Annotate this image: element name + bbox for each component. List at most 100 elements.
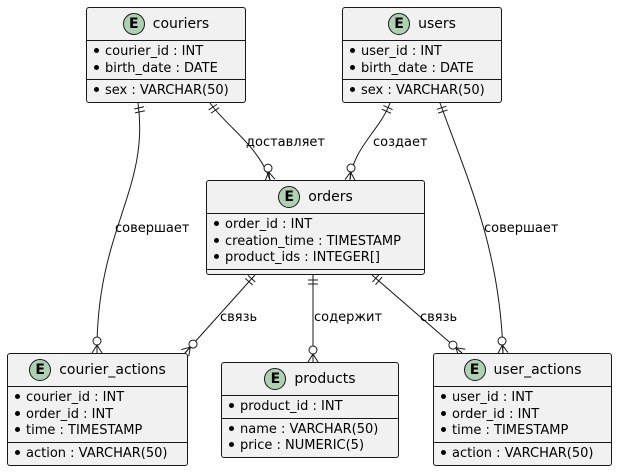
attribute: price : NUMERIC(5) [222,438,398,455]
bullet-icon [94,87,99,92]
cardinality-one-bar [244,277,254,286]
other-attributes [207,268,424,277]
crows-foot-prong [96,344,103,354]
attribute: order_id : INT [8,407,187,424]
entity-header: E users [343,8,501,41]
relationship-label: совершает [484,221,559,236]
entity-title: products [294,371,356,387]
entity-header: E couriers [87,8,245,41]
crows-foot-prong [501,344,504,354]
attribute: order_id : INT [207,217,424,234]
crows-foot-prong [307,353,314,363]
attribute: user_id : INT [343,44,501,61]
entity-title: orders [308,189,353,205]
entity-orders: E orders order_id : INT creation_time : … [206,180,425,275]
entity-title: users [418,16,456,32]
bullet-icon [229,403,234,408]
entity-title: courier_actions [59,362,166,378]
entity-header: E orders [207,181,424,214]
entity-courier-actions: E courier_actions courier_id : INT order… [7,353,188,466]
crows-foot-prong [91,344,98,354]
attribute: time : TIMESTAMP [8,423,187,440]
entity-user-actions: E user_actions user_id : INT order_id : … [433,353,612,466]
attribute: creation_time : TIMESTAMP [207,234,424,251]
relationship-line [439,102,504,354]
relationship-line [371,274,463,354]
entity-title: user_actions [493,362,582,378]
crows-foot-prong [350,171,356,181]
attribute: birth_date : DATE [343,61,501,78]
crows-foot-prong [455,347,466,350]
cardinality-zero-circle [92,336,102,346]
bullet-icon [94,48,99,53]
cardinality-one-bar [383,105,393,111]
cardinality-one-bar [436,105,447,110]
bullet-icon [441,410,446,416]
crows-foot-prong [349,171,352,181]
crows-foot-prong [264,171,270,182]
entity-header: E user_actions [434,354,611,387]
bullet-icon [15,394,20,399]
entity-icon: E [463,359,486,381]
cardinality-one-bar [134,110,145,114]
attribute: courier_id : INT [87,44,245,61]
crows-foot-prong [501,344,509,353]
crows-foot-prong [344,171,352,180]
bullet-icon [214,221,219,226]
cardinality-one-bar [247,275,256,283]
attribute: order_id : INT [434,407,611,424]
bullet-icon [229,425,234,431]
relationship-line [184,274,256,354]
relationship-label: содержит [314,310,383,325]
relationship-line [96,102,141,354]
attribute: user_id : INT [434,390,611,407]
cardinality-one-bar [210,107,220,114]
key-attributes: product_id : INT [222,396,398,418]
crows-foot-prong [184,346,191,354]
relationship-label: создает [373,135,428,150]
key-attributes: courier_id : INT birth_date : DATE [87,41,245,79]
attribute: birth_date : DATE [87,61,245,78]
crows-foot-prong [497,344,503,354]
bullet-icon [15,449,20,455]
entity-icon: E [29,359,52,381]
bullet-icon [441,427,446,432]
key-attributes: user_id : INT birth_date : DATE [343,41,501,79]
cardinality-one-bar [375,276,383,286]
attribute: product_id : INT [222,399,398,416]
entity-title: couriers [152,16,210,32]
other-attributes: sex : VARCHAR(50) [87,79,245,102]
entity-icon: E [264,368,287,390]
crows-foot-prong [188,346,191,357]
key-attributes: order_id : INT creation_time : TIMESTAMP… [207,214,424,269]
entity-couriers: E couriers courier_id : INT birth_date :… [86,7,246,103]
cardinality-one-bar [437,109,448,114]
attribute: time : TIMESTAMP [434,423,611,440]
relationship-label: доставляет [246,135,325,150]
entity-users: E users user_id : INT birth_date : DATE … [342,7,502,103]
cardinality-zero-circle [263,163,273,173]
bullet-icon [94,64,99,70]
cardinality-one-bar [381,108,392,114]
entity-header: E courier_actions [8,354,187,387]
crows-foot-prong [312,353,319,363]
cardinality-zero-circle [308,345,318,355]
bullet-icon [350,48,355,53]
entity-header: E products [222,363,398,396]
attribute: action : VARCHAR(50) [8,446,187,463]
crows-foot-prong [181,346,191,351]
cardinality-one-bar [134,106,145,110]
other-attributes: action : VARCHAR(50) [434,441,611,465]
entity-icon: E [122,13,145,35]
cardinality-zero-circle [188,339,198,349]
attribute: courier_id : INT [8,390,187,407]
cardinality-zero-circle [497,336,507,346]
bullet-icon [441,394,446,399]
attribute: name : VARCHAR(50) [222,422,398,439]
crows-foot-prong [268,172,271,181]
bullet-icon [214,254,219,259]
entity-icon: E [278,186,301,208]
other-attributes: name : VARCHAR(50) price : NUMERIC(5) [222,417,398,457]
key-attributes: courier_id : INT order_id : INT time : T… [8,387,187,442]
